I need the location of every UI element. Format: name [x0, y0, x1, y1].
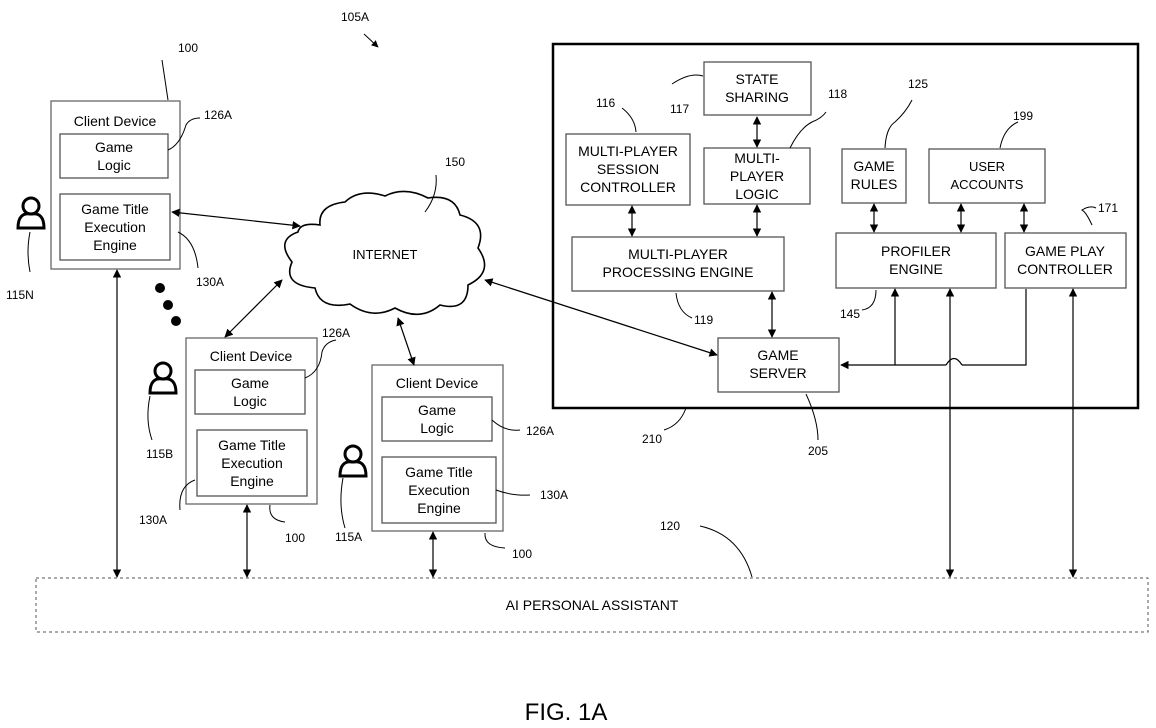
ref-145: 145 [840, 307, 860, 321]
ref-115b: 115B [146, 447, 173, 461]
user-icon [338, 444, 368, 478]
game-title-engine-box [381, 456, 497, 524]
internet-cloud: INTERNET [284, 190, 486, 316]
game-play-controller-box: GAME PLAY CONTROLLER [1004, 232, 1127, 289]
client-device-115n: Client Device Game Logic Game Title Exec… [50, 100, 181, 270]
reference-leaders [27, 33, 1097, 578]
game-rules-line-1: GAME [853, 158, 894, 174]
ref-120: 120 [660, 519, 680, 533]
game-logic-line-2: Logic [420, 420, 453, 436]
game-logic-line-2: Logic [97, 157, 130, 173]
game-server-line-2: SERVER [749, 365, 806, 381]
ref-117: 117 [670, 102, 689, 116]
user-icon [148, 361, 178, 395]
client-device-title: Client Device [210, 348, 293, 364]
game-title-engine-box [196, 429, 308, 497]
game-logic-box [59, 133, 169, 179]
engine-line-1: Game Title [218, 437, 286, 453]
game-logic-line-1: Game [418, 402, 456, 418]
user-accounts-box: USER ACCOUNTS [928, 148, 1046, 204]
session-controller-line-1: MULTI-PLAYER [578, 143, 678, 159]
user-accounts-line-1: USER [969, 159, 1005, 174]
ref-115a: 115A [335, 530, 362, 544]
ref-171: 171 [1098, 201, 1118, 215]
mp-logic-line-1: MULTI- [734, 150, 780, 166]
session-controller-line-3: CONTROLLER [580, 179, 676, 195]
ref-199: 199 [1013, 109, 1033, 123]
game-logic-box [381, 396, 493, 442]
ref-126a-top: 126A [204, 108, 232, 122]
profiler-engine-box: PROFILER ENGINE [835, 232, 997, 289]
ai-personal-assistant-bar: AI PERSONAL ASSISTANT [35, 577, 1149, 633]
ref-126a-mid: 126A [322, 326, 350, 340]
assistant-label: AI PERSONAL ASSISTANT [506, 597, 679, 613]
engine-line-3: Engine [230, 473, 274, 489]
user-icon [16, 196, 46, 230]
ref-126a-right: 126A [526, 424, 554, 438]
processing-engine-box: MULTI-PLAYER PROCESSING ENGINE [571, 236, 785, 292]
engine-line-3: Engine [93, 237, 137, 253]
mp-logic-line-3: LOGIC [735, 186, 779, 202]
processing-engine-line-2: PROCESSING ENGINE [603, 264, 754, 280]
game-logic-box [194, 369, 306, 415]
server-system-frame [551, 42, 1140, 410]
ref-125: 125 [908, 77, 928, 91]
game-rules-line-2: RULES [851, 176, 898, 192]
mp-logic-line-2: PLAYER [730, 168, 784, 184]
session-controller-line-2: SESSION [597, 161, 659, 177]
client-device-title: Client Device [74, 113, 157, 129]
ref-100-top: 100 [178, 41, 198, 55]
gpc-line-1: GAME PLAY [1025, 243, 1106, 259]
ref-119: 119 [694, 313, 713, 327]
game-title-engine-box [59, 193, 171, 261]
figure-caption: FIG. 1A [525, 699, 608, 726]
ref-115n: 115N [6, 288, 34, 302]
ref-130a-right: 130A [540, 488, 568, 502]
profiler-engine-line-1: PROFILER [881, 243, 951, 259]
ref-105a: 105A [341, 10, 369, 24]
ref-100-right: 100 [512, 547, 532, 561]
ref-130a-top: 130A [196, 275, 224, 289]
client-device-115b: Client Device Game Logic Game Title Exec… [185, 337, 318, 505]
engine-line-1: Game Title [405, 464, 473, 480]
ref-210: 210 [642, 432, 662, 446]
engine-line-2: Execution [221, 455, 282, 471]
client-device-title: Client Device [396, 375, 479, 391]
game-server-box: GAME SERVER [717, 337, 840, 393]
ref-116: 116 [596, 96, 615, 110]
game-logic-line-1: Game [231, 375, 269, 391]
state-sharing-line-2: SHARING [725, 89, 789, 105]
reference-numerals: 105A 100 126A 130A 115N 150 126A 130A 11… [6, 10, 1118, 561]
session-controller-box: MULTI-PLAYER SESSION CONTROLLER [565, 133, 691, 206]
ref-205: 205 [808, 444, 828, 458]
ref-130a-mid: 130A [139, 513, 167, 527]
ref-118: 118 [828, 87, 847, 101]
game-rules-box: GAME RULES [841, 148, 907, 204]
engine-line-1: Game Title [81, 201, 149, 217]
internet-label: INTERNET [353, 247, 418, 262]
engine-line-2: Execution [408, 482, 469, 498]
processing-engine-line-1: MULTI-PLAYER [628, 246, 728, 262]
gpc-line-2: CONTROLLER [1017, 261, 1113, 277]
ref-150: 150 [445, 155, 465, 169]
profiler-engine-line-2: ENGINE [889, 261, 943, 277]
game-logic-line-2: Logic [233, 393, 266, 409]
connections [112, 116, 1078, 578]
more-users-ellipsis [155, 283, 181, 326]
state-sharing-line-1: STATE [735, 71, 778, 87]
game-logic-line-1: Game [95, 139, 133, 155]
multi-player-logic-box: MULTI- PLAYER LOGIC [703, 147, 811, 205]
engine-line-3: Engine [417, 500, 461, 516]
engine-line-2: Execution [84, 219, 145, 235]
state-sharing-box: STATE SHARING [703, 61, 812, 116]
game-server-line-1: GAME [757, 347, 798, 363]
client-device-115a: Client Device Game Logic Game Title Exec… [371, 364, 504, 532]
user-accounts-line-2: ACCOUNTS [951, 177, 1024, 192]
ref-100-mid: 100 [285, 531, 305, 545]
